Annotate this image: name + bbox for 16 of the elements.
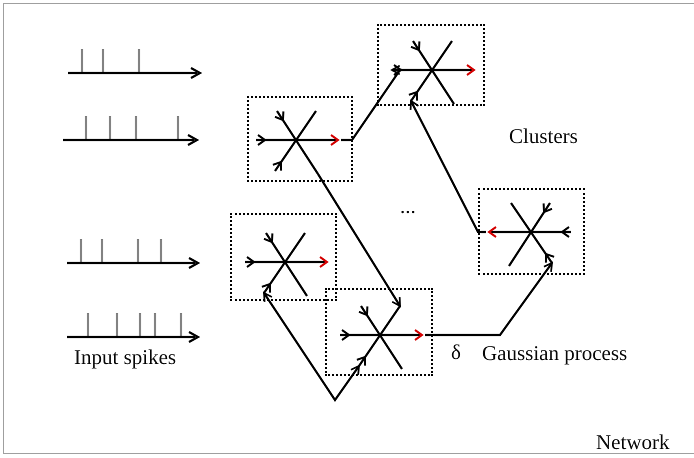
connector-arrow <box>410 100 486 234</box>
annotation-text: Clusters <box>509 126 578 147</box>
connector-arrow <box>263 292 360 402</box>
connector-arrow <box>317 173 401 307</box>
ellipsis-text: ... <box>400 196 416 217</box>
cluster-frame <box>377 24 485 106</box>
annotation-text: Network <box>596 432 670 453</box>
cluster-frame <box>230 213 337 301</box>
cluster-frame <box>478 188 585 275</box>
annotation-text: Input spikes <box>74 347 176 368</box>
connector-arrow <box>341 64 402 142</box>
cluster-frame <box>247 96 353 182</box>
cluster-frame <box>325 288 433 376</box>
annotation-text: Gaussian process <box>482 343 628 364</box>
connector-arrow <box>425 262 553 336</box>
symbol-text: δ <box>451 342 461 363</box>
